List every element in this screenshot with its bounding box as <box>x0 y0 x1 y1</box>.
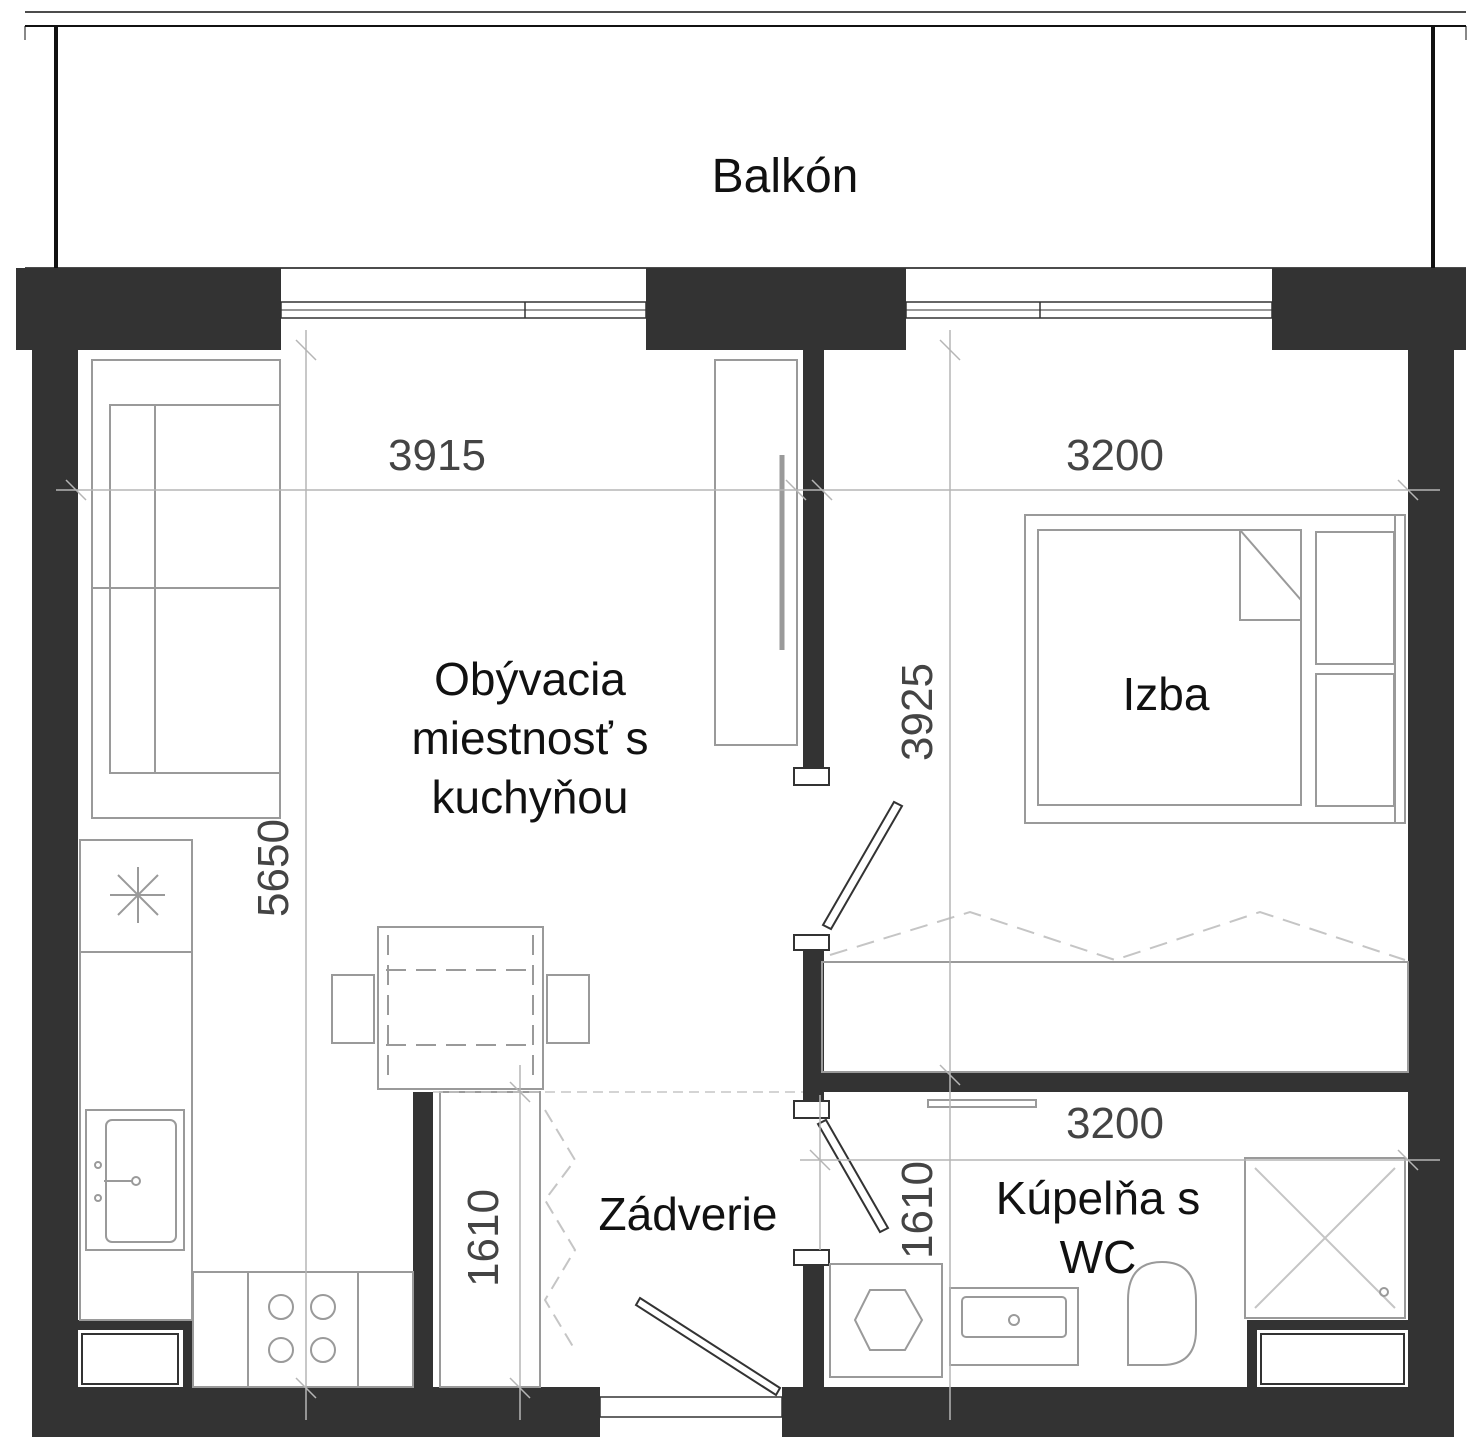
room-label-living-3: kuchyňou <box>432 771 629 823</box>
wall-caps <box>793 767 830 1266</box>
dim-bath-width: 3200 <box>1066 1099 1164 1148</box>
dim-bath-depth: 1610 <box>893 1161 942 1259</box>
room-label-bath-1: Kúpelňa s <box>996 1172 1201 1224</box>
balcony <box>24 11 1467 269</box>
windows <box>280 301 1273 1418</box>
wall-niches <box>81 1333 1405 1385</box>
room-label-bedroom: Izba <box>1123 668 1210 720</box>
dimension-lines <box>56 330 1440 1420</box>
walls <box>16 268 1466 1437</box>
room-label-bath-2: WC <box>1060 1231 1137 1283</box>
room-labels: Balkón Obývacia miestnosť s kuchyňou Izb… <box>411 150 1209 1283</box>
room-label-living-2: miestnosť s <box>411 712 648 764</box>
dimension-labels: 3915 3200 3200 5650 3925 1610 1610 <box>249 431 1164 1287</box>
room-label-hall: Zádverie <box>599 1188 778 1240</box>
dim-hall-depth: 1610 <box>459 1189 508 1287</box>
dim-living-depth: 5650 <box>249 819 298 917</box>
dim-living-width: 3915 <box>388 431 486 480</box>
doors <box>634 800 904 1397</box>
furniture <box>79 359 1409 1388</box>
dim-bedroom-depth: 3925 <box>893 663 942 761</box>
dim-bedroom-width: 3200 <box>1066 431 1164 480</box>
room-label-balcony: Balkón <box>712 150 859 203</box>
room-label-living-1: Obývacia <box>434 653 626 705</box>
